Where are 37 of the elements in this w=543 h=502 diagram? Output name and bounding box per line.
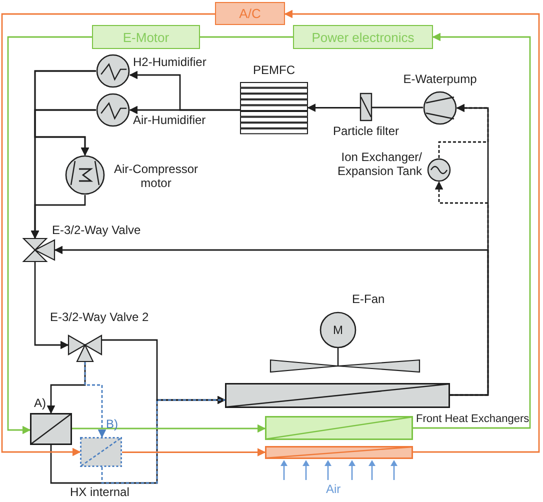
component-label: E-3/2-Way Valve <box>52 223 142 237</box>
component-label: H2-Humidifier <box>133 55 208 69</box>
component-label: E-Waterpump <box>402 72 478 86</box>
flow-arrow <box>307 104 360 112</box>
component-label: B) <box>106 417 119 431</box>
flow-arrow <box>129 70 240 111</box>
flow-arrow <box>34 262 69 350</box>
flow-arrow <box>50 396 226 484</box>
component-box: A/C <box>215 2 285 25</box>
part-label: Front Heat Exchangers <box>416 412 530 426</box>
component-label: Particle filter <box>332 124 400 138</box>
component-label: E-3/2-Way Valve 2 <box>50 310 150 324</box>
motor-symbol-label: M <box>332 323 344 337</box>
flow-arrow <box>46 362 86 414</box>
component-label: Air-Compressor motor <box>112 162 199 190</box>
component-label: Air-Humidifier <box>133 113 207 127</box>
flow-arrow <box>72 424 266 433</box>
flow-arrow <box>30 195 86 239</box>
pipe-line <box>101 399 225 484</box>
pipe-line <box>200 36 293 38</box>
part-label: HX internal <box>70 485 130 499</box>
component-label: A) <box>34 396 47 410</box>
part-label: Air <box>326 482 341 496</box>
flow-arrow <box>54 246 489 396</box>
flow-arrow <box>413 32 531 429</box>
component-label: Ion Exchanger/ Expansion Tank <box>336 150 422 178</box>
pipe-line <box>372 106 423 108</box>
flow-arrow <box>84 362 106 438</box>
flow-arrow <box>284 10 540 453</box>
flow-arrow <box>1 13 215 456</box>
component-label: PEMFC <box>252 63 296 77</box>
component-label: E-Fan <box>352 292 386 306</box>
flow-arrow <box>7 36 92 434</box>
component-box: E-Motor <box>92 25 200 49</box>
component-box: Power electronics <box>293 25 433 49</box>
flow-arrow <box>122 448 266 456</box>
pipe-line <box>438 107 489 158</box>
